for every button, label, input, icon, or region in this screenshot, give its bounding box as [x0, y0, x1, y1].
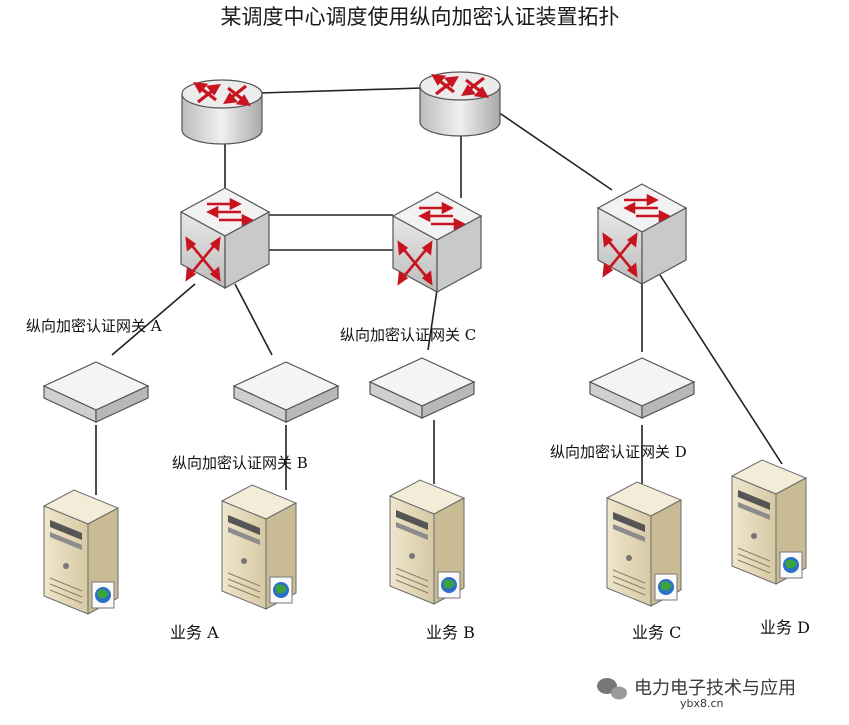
switch-right-icon — [596, 182, 688, 286]
gateway-d-icon — [589, 357, 695, 419]
server-c-icon — [389, 479, 465, 605]
link-router2-switch3 — [497, 111, 613, 191]
server-d-icon — [731, 459, 807, 585]
router-right-icon — [418, 70, 502, 138]
wechat-icon — [597, 678, 627, 700]
gateway-b-label: 纵向加密认证网关 B — [172, 454, 308, 472]
gateway-c-icon — [369, 357, 475, 419]
switch-left-icon — [179, 186, 271, 290]
link-switch1-gateway-b — [234, 283, 273, 356]
gateway-d-label: 纵向加密认证网关 D — [550, 443, 687, 461]
link-switch1-gateway-a — [111, 283, 196, 356]
gateway-a-label: 纵向加密认证网关 A — [26, 317, 162, 335]
network-links — [95, 87, 783, 495]
watermark: 电力电子技术与应用 ybx8.cn — [597, 678, 796, 710]
link-switch3-server-d — [659, 274, 783, 465]
business-d-label: 业务 D — [760, 618, 810, 637]
switch-middle-icon — [391, 190, 483, 294]
server-a-icon — [43, 489, 119, 615]
business-a-label: 业务 A — [170, 623, 219, 642]
server-c2-icon — [606, 481, 682, 607]
business-c-label: 业务 C — [632, 623, 681, 642]
business-b-label: 业务 B — [426, 623, 475, 642]
gateway-a-icon — [43, 361, 149, 423]
gateway-b-icon — [233, 361, 339, 423]
watermark-site: ybx8.cn — [680, 697, 724, 710]
link-router1-router2 — [259, 87, 423, 94]
diagram-title: 某调度中心调度使用纵向加密认证装置拓扑 — [221, 5, 620, 29]
gateway-c-label: 纵向加密认证网关 C — [340, 326, 476, 344]
link-switch2-gateway-c — [427, 289, 438, 351]
router-left-icon — [180, 78, 264, 146]
server-b-icon — [221, 484, 297, 610]
watermark-name: 电力电子技术与应用 — [634, 678, 796, 699]
